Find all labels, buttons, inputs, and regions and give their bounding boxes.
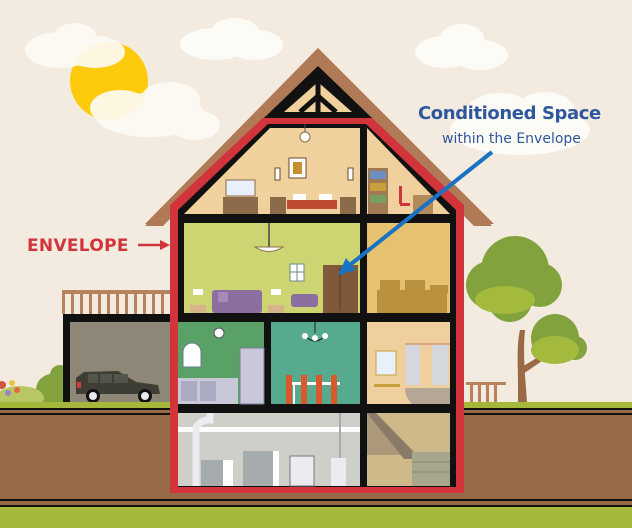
car-icon <box>76 371 160 403</box>
bathtub-icon <box>405 388 450 404</box>
tree-icon <box>466 236 587 420</box>
envelope-arrow-icon <box>138 240 170 250</box>
cloud-icon <box>450 92 590 155</box>
furnace-icon <box>201 460 223 486</box>
desk-icon <box>223 197 258 214</box>
conditioned-space-arrow-icon <box>338 150 494 275</box>
wall-sconce-icon <box>274 167 281 181</box>
conditioned-space-title: Conditioned Space <box>418 103 601 124</box>
boiler-icon <box>331 458 346 486</box>
lamp-icon <box>299 131 311 143</box>
bed-icon <box>287 200 337 209</box>
conditioned-space-subtitle: within the Envelope <box>442 131 581 147</box>
cloud-icon <box>180 18 283 60</box>
table-lamp-icon <box>271 289 281 295</box>
kitchen-window-icon <box>182 342 202 368</box>
storage-boxes-icon <box>377 280 448 313</box>
armchair-icon <box>291 294 318 307</box>
kitchen-lamp-icon <box>213 327 225 339</box>
cloud-icon <box>415 24 508 70</box>
garage <box>63 314 175 409</box>
envelope-label: ENVELOPE <box>27 236 129 256</box>
wall-sconce-icon <box>347 167 354 181</box>
dining-table-icon <box>286 375 340 404</box>
chandelier-icon <box>302 322 328 342</box>
chair-icon <box>399 186 402 204</box>
table-lamp-icon <box>193 289 203 295</box>
dining-room <box>271 322 360 404</box>
bath-mirror-icon <box>375 350 397 376</box>
duct-icon <box>178 427 360 432</box>
washer-icon <box>289 455 315 487</box>
cloud-icon <box>25 23 125 68</box>
ceiling-lamp-icon <box>253 246 285 252</box>
shower-curtain-icon <box>406 345 420 385</box>
fridge-icon <box>239 347 265 405</box>
water-heater-icon <box>243 451 273 486</box>
mirror-icon <box>225 179 256 197</box>
cloud-icon <box>90 82 220 140</box>
deck-railing-icon <box>62 290 174 314</box>
